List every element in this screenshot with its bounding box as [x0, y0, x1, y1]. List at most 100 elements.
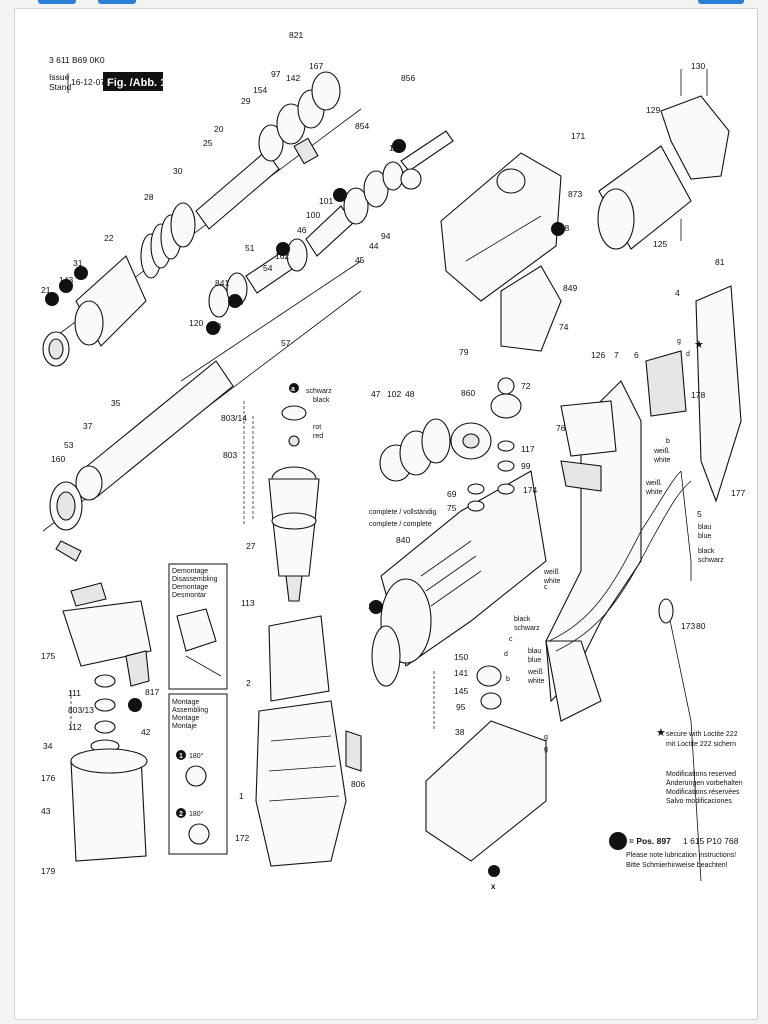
part-number-100: 100	[306, 210, 320, 220]
label-g-1: g	[677, 338, 681, 345]
label-white-1: white	[543, 578, 560, 585]
note-lube-en: Please note lubrication instructions!	[626, 852, 736, 859]
label-blue-2: blue	[698, 533, 711, 540]
label-a: a	[291, 386, 295, 393]
part-number-120: 120	[189, 318, 203, 328]
part-number-129: 129	[646, 105, 660, 115]
part-number-111: 111	[68, 688, 81, 698]
part-number-138: 138	[555, 223, 569, 233]
part-number-179: 179	[41, 866, 55, 876]
part-number-79: 79	[459, 347, 469, 357]
label-star-1: ★	[694, 339, 704, 351]
main-handle	[545, 285, 742, 722]
part-number-174: 174	[523, 485, 537, 495]
label-weiss-4: weiß	[645, 480, 661, 487]
part-number-167: 167	[309, 61, 323, 71]
inset-angle-2: 180°	[189, 810, 204, 818]
label-x: x	[491, 882, 496, 891]
motor-housing	[255, 615, 362, 867]
part-number-35: 35	[111, 398, 121, 408]
part-number-25: 25	[203, 138, 213, 148]
part-number-117: 117	[521, 444, 535, 454]
label-g-3: g	[544, 746, 548, 753]
part-number-97: 97	[271, 69, 281, 79]
nav-button-back[interactable]	[38, 0, 76, 4]
part-number-176: 176	[41, 773, 55, 783]
part-number-154: 154	[253, 85, 267, 95]
part-number-75: 75	[447, 503, 457, 513]
part-number-840: 840	[396, 535, 410, 545]
part-number-150: 150	[454, 652, 468, 662]
part-number-38: 38	[455, 727, 465, 737]
part-number-113: 113	[241, 598, 255, 608]
armature-assembly	[268, 405, 320, 602]
part-number-31: 31	[73, 258, 83, 268]
nav-button-menu[interactable]	[698, 0, 744, 4]
side-handle	[597, 69, 730, 250]
part-number-165: 165	[389, 143, 403, 153]
part-number-46: 46	[297, 225, 307, 235]
part-number-854: 854	[355, 121, 369, 131]
nav-button-forward[interactable]	[98, 0, 136, 4]
part-number-1: 1	[239, 791, 244, 801]
part-number-47: 47	[371, 389, 381, 399]
label-blue-1: blue	[528, 657, 541, 664]
label-c-2: c	[509, 636, 513, 643]
fig-label-box	[103, 72, 163, 91]
inset-demontage-0: Demontage	[172, 568, 208, 575]
part-number-57: 57	[281, 338, 291, 348]
inset-montage-2: Montage	[172, 715, 199, 722]
exploded-parts-diagram: 3 611 B69 0K0 Issue Stand 16-12-07 Fig. …	[41, 30, 745, 891]
part-number-45: 45	[355, 255, 365, 265]
label-rot: rot	[313, 424, 321, 431]
part-number-51: 51	[245, 243, 255, 253]
note-mod-2: Änderungen vorbehalten	[666, 779, 743, 787]
part-number-172: 172	[235, 833, 249, 843]
inset-step-2: 2	[179, 811, 183, 818]
part-number-21: 21	[41, 285, 51, 295]
label-black-2: black	[514, 616, 531, 623]
label-b-1: b	[666, 438, 670, 445]
part-number-860: 860	[461, 388, 475, 398]
label-black-3: black	[698, 548, 715, 555]
part-number-74: 74	[559, 322, 569, 332]
tube-assembly	[49, 360, 234, 562]
label-d-1: d	[686, 351, 690, 358]
part-number-54: 54	[263, 263, 273, 273]
part-number-81: 81	[715, 257, 725, 267]
label-white-2: white	[527, 678, 544, 685]
part-number-168: 168	[207, 321, 221, 331]
fig-label: Fig. /Abb. 1	[107, 77, 166, 89]
part-number-142: 142	[286, 73, 300, 83]
inset-demontage-2: Demontage	[172, 584, 208, 591]
issue-date: 16-12-07	[71, 77, 105, 87]
part-number-76: 76	[556, 423, 566, 433]
label-schwarz-2: schwarz	[514, 625, 540, 632]
part-number-817: 817	[145, 687, 159, 697]
label-red: red	[313, 433, 323, 440]
label-schwarz-3: schwarz	[698, 557, 724, 564]
part-number-806: 806	[351, 779, 365, 789]
inset-montage-1: Assembling	[172, 707, 208, 714]
part-number-175: 175	[41, 651, 55, 661]
part-number-42: 42	[141, 727, 151, 737]
part-number-177: 177	[731, 488, 745, 498]
gear-set	[379, 377, 522, 512]
part-number-99: 99	[521, 461, 531, 471]
part-number-125: 125	[653, 239, 667, 249]
inset-demontage-3: Desmontar	[172, 592, 207, 599]
top-cover	[440, 152, 562, 352]
part-number-821: 821	[289, 30, 303, 40]
part-number-803-14: 803/14	[221, 413, 247, 423]
label-b-2: b	[506, 676, 510, 683]
part-number-162: 162	[275, 251, 289, 261]
part-number-856: 856	[401, 73, 415, 83]
part-number-145: 145	[454, 686, 468, 696]
label-black: black	[313, 397, 330, 404]
part-number-30: 30	[173, 166, 183, 176]
brush-holder-assembly	[62, 582, 152, 862]
label-c-1: c	[544, 584, 548, 591]
gear-cover-base	[425, 665, 547, 877]
part-number-803-13: 803/13	[68, 705, 94, 715]
